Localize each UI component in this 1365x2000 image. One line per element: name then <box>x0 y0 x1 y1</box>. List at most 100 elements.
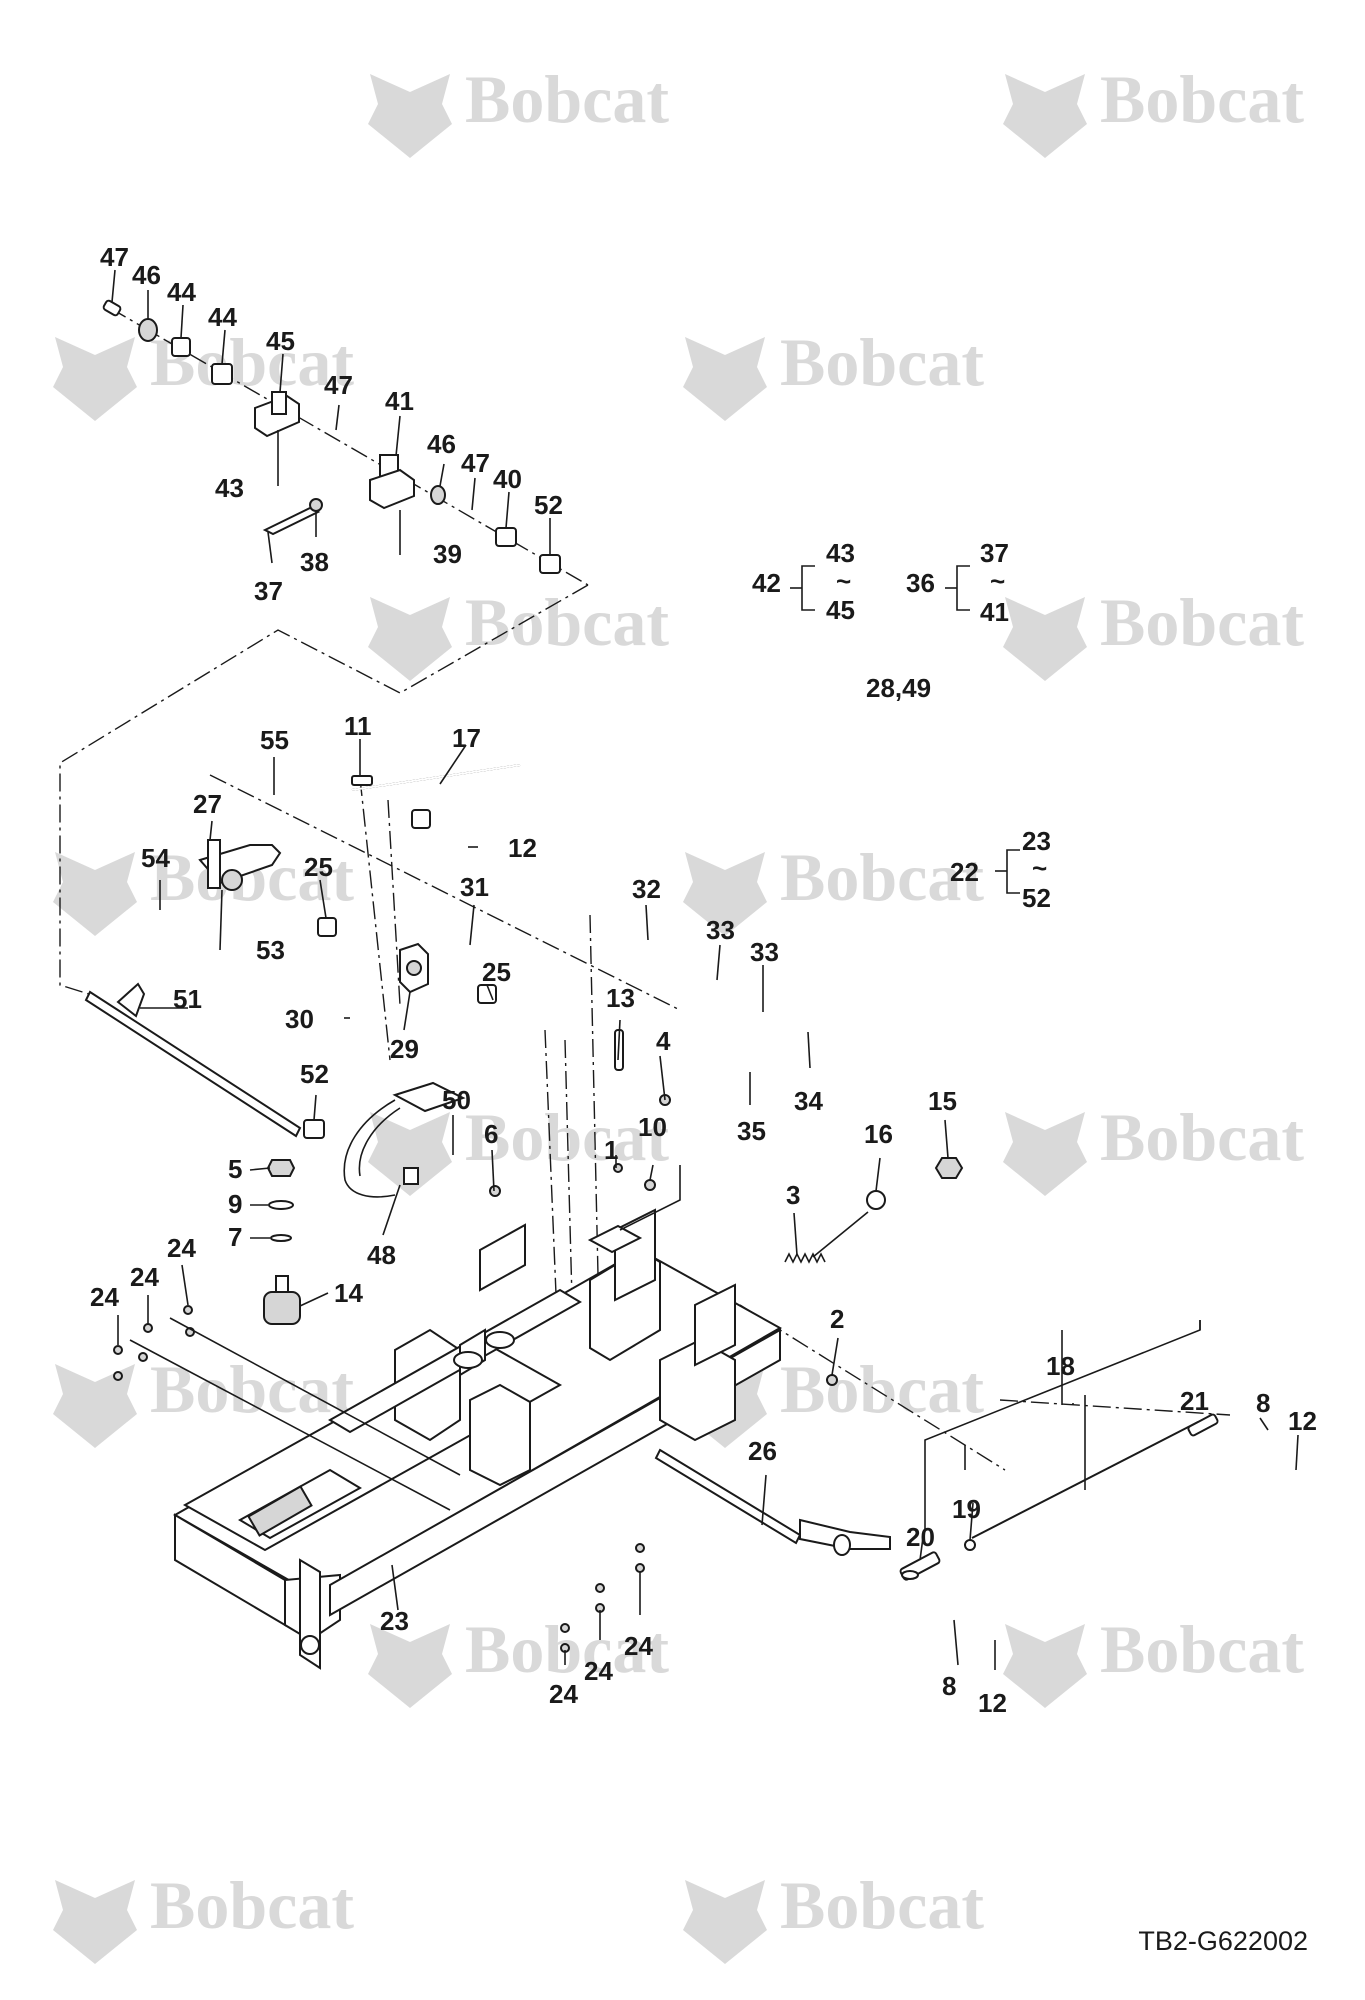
group-main: 42 <box>752 568 781 598</box>
watermark-text: Bobcat <box>150 1351 354 1427</box>
watermark-text: Bobcat <box>1100 1099 1304 1175</box>
callout-39: 39 <box>433 539 462 569</box>
standalone-note: 28,49 <box>866 673 931 703</box>
callout-15: 15 <box>928 1086 957 1116</box>
bobcat-logo-icon <box>53 1364 137 1448</box>
callout-33: 33 <box>706 915 735 945</box>
callout-9: 9 <box>228 1189 242 1219</box>
main-frame <box>172 1208 783 1670</box>
callout-52: 52 <box>534 490 563 520</box>
callout-50: 50 <box>442 1085 471 1115</box>
leader-lines <box>111 269 1299 1670</box>
callout-32: 32 <box>632 874 661 904</box>
group-to: 52 <box>1022 883 1051 913</box>
group-labels: 42 43 ~ 45 36 37 ~ 41 22 23 ~ 52 28,49 <box>752 538 1051 913</box>
callout-44: 44 <box>208 302 237 332</box>
group-42: 42 43 ~ 45 <box>752 538 855 625</box>
callout-53: 53 <box>256 935 285 965</box>
top-shaft-assembly <box>102 299 561 574</box>
rod-assembly <box>351 764 521 829</box>
callout-6: 6 <box>484 1119 498 1149</box>
callout-8: 8 <box>1256 1388 1270 1418</box>
callout-21: 21 <box>1180 1386 1209 1416</box>
watermark-text: Bobcat <box>465 584 669 660</box>
callout-20: 20 <box>906 1522 935 1552</box>
callout-40: 40 <box>493 464 522 494</box>
callout-52: 52 <box>300 1059 329 1089</box>
bobcat-logo-icon <box>683 337 767 421</box>
group-sep: ~ <box>836 566 851 596</box>
watermark-text: Bobcat <box>150 1867 354 1943</box>
callout-7: 7 <box>228 1222 242 1252</box>
callout-29: 29 <box>390 1034 419 1064</box>
callout-19: 19 <box>952 1494 981 1524</box>
watermark-text: Bobcat <box>465 61 669 137</box>
callout-43: 43 <box>215 473 244 503</box>
callout-10: 10 <box>638 1112 667 1142</box>
mount-stack-14 <box>263 1159 301 1325</box>
parts-illustration <box>84 299 1219 1670</box>
bobcat-logo-icon <box>1003 74 1087 158</box>
callout-3: 3 <box>786 1180 800 1210</box>
watermark-text: Bobcat <box>780 324 984 400</box>
watermark: Bobcat <box>1003 1099 1304 1196</box>
group-from: 37 <box>980 538 1009 568</box>
bobcat-logo-icon <box>368 1624 452 1708</box>
watermark: Bobcat <box>53 324 354 421</box>
callout-24: 24 <box>130 1262 159 1292</box>
callout-41: 41 <box>385 386 414 416</box>
callout-55: 55 <box>260 725 289 755</box>
cable-assembly <box>899 1413 1219 1581</box>
watermark-text: Bobcat <box>780 1351 984 1427</box>
bobcat-logo-icon <box>1003 1624 1087 1708</box>
watermark: Bobcat <box>1003 584 1304 681</box>
group-to: 45 <box>826 595 855 625</box>
callout-17: 17 <box>452 723 481 753</box>
callout-18: 18 <box>1046 1351 1075 1381</box>
callout-38: 38 <box>300 547 329 577</box>
group-sep: ~ <box>990 566 1005 596</box>
bobcat-logo-icon <box>368 1112 452 1196</box>
callout-33: 33 <box>750 937 779 967</box>
callout-16: 16 <box>864 1119 893 1149</box>
callout-47: 47 <box>100 242 129 272</box>
callout-24: 24 <box>549 1679 578 1709</box>
callout-1: 1 <box>604 1135 618 1165</box>
bobcat-logo-icon <box>53 852 137 936</box>
bobcat-logo-icon <box>1003 1112 1087 1196</box>
callout-46: 46 <box>132 260 161 290</box>
callout-34: 34 <box>794 1086 823 1116</box>
callout-27: 27 <box>193 789 222 819</box>
watermark-text: Bobcat <box>1100 61 1304 137</box>
callout-45: 45 <box>266 326 295 356</box>
callout-13: 13 <box>606 983 635 1013</box>
watermark: Bobcat <box>368 61 669 158</box>
bobcat-logo-icon <box>683 852 767 936</box>
callout-47: 47 <box>461 448 490 478</box>
watermark: Bobcat <box>53 1867 354 1964</box>
bobcat-logo-icon <box>1003 597 1087 681</box>
lever-assembly <box>198 839 497 1004</box>
small-hardware <box>113 1029 838 1653</box>
watermark: Bobcat <box>368 584 669 681</box>
callout-8: 8 <box>942 1671 956 1701</box>
callout-51: 51 <box>173 984 202 1014</box>
callout-5: 5 <box>228 1154 242 1184</box>
callout-24: 24 <box>624 1631 653 1661</box>
watermark: Bobcat <box>683 324 984 421</box>
long-shaft-51 <box>84 982 325 1139</box>
callout-2: 2 <box>830 1304 844 1334</box>
watermark: Bobcat <box>683 1867 984 1964</box>
watermark-text: Bobcat <box>150 324 354 400</box>
watermark-text: Bobcat <box>780 839 984 915</box>
drawing-code: TB2-G622002 <box>1138 1926 1308 1956</box>
bobcat-logo-icon <box>683 1880 767 1964</box>
watermark: Bobcat <box>1003 61 1304 158</box>
spring-assembly <box>784 1157 964 1264</box>
group-main: 36 <box>906 568 935 598</box>
watermark-text: Bobcat <box>780 1867 984 1943</box>
group-sep: ~ <box>1032 853 1047 883</box>
watermark: Bobcat <box>683 839 984 936</box>
